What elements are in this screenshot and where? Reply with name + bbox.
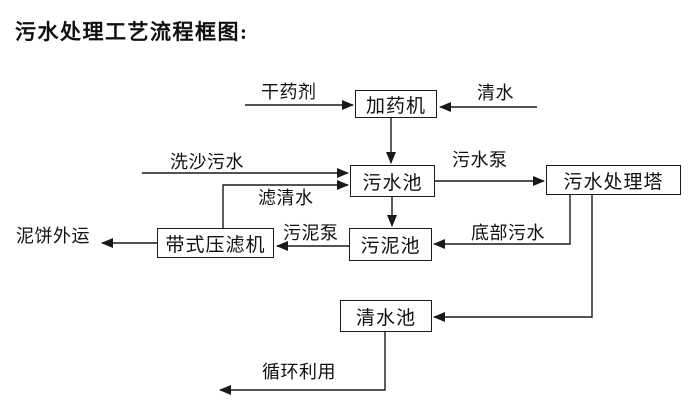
label-recycle: 循环利用 [262,362,336,382]
edge-tower-to-clean-pool-line [433,195,593,322]
node-sewage-pool-label: 污水池 [362,172,423,194]
label-dry-agent: 干药剂 [261,82,317,102]
node-sludge-pool-label: 污泥池 [360,236,421,257]
label-clean-water: 清水 [477,83,514,103]
diagram-title: 污水处理工艺流程框图: [15,20,249,44]
label-filtered-water: 滤清水 [258,188,314,208]
label-sewage-pump: 污水泵 [452,150,508,170]
node-treatment-tower: 污水处理塔 [546,165,681,195]
node-belt-filter-press: 带式压滤机 [157,228,274,258]
edge-bottom-sewage-line [433,195,571,249]
node-dosing-machine-label: 加药机 [365,95,426,117]
node-clean-water-pool-label: 清水池 [355,307,416,329]
label-bottom-sewage: 底部污水 [471,223,545,243]
label-mud-cake-out: 泥饼外运 [16,226,90,246]
edge-recycle-line [219,332,386,395]
node-clean-water-pool: 清水池 [340,300,432,332]
node-treatment-tower-label: 污水处理塔 [563,171,664,193]
node-dosing-machine: 加药机 [355,90,437,118]
node-sewage-pool: 污水池 [350,165,435,197]
node-belt-filter-press-label: 带式压滤机 [165,234,266,256]
edge-filtered-water-line [222,180,349,228]
label-sludge-pump: 污泥泵 [283,223,339,243]
label-sand-washing-sewage: 洗沙污水 [170,152,244,172]
node-sludge-pool: 污泥池 [349,228,432,261]
